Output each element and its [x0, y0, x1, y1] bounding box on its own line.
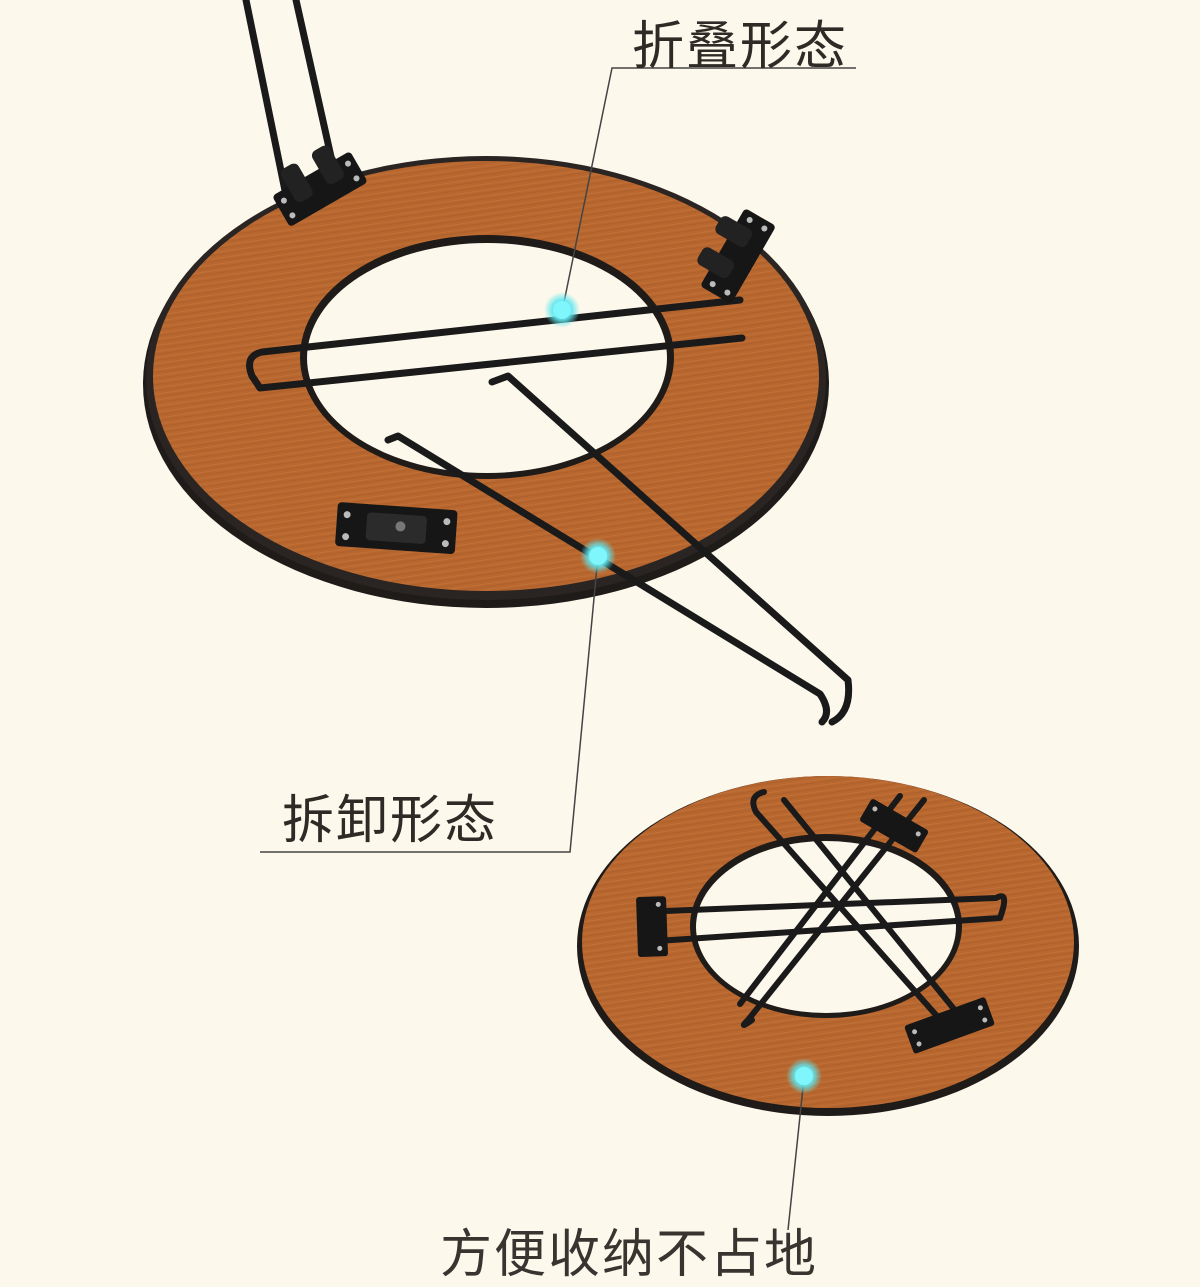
leader-bottom — [787, 1077, 805, 1230]
leader-disassembled — [260, 555, 599, 853]
product-illustration — [143, 0, 1079, 1230]
callout-leader-lines — [260, 67, 856, 1230]
leader-folded — [561, 67, 856, 313]
marker-dots — [544, 292, 822, 1094]
bracket-small-left-icon — [636, 896, 668, 958]
bracket-small-top-icon — [860, 799, 929, 853]
large-table-top — [143, 156, 829, 608]
marker-dot-icon — [553, 301, 571, 319]
label-folded-state: 折叠形态 — [632, 17, 849, 77]
label-disassembled-state: 拆卸形态 — [282, 791, 499, 851]
marker-dot-icon — [589, 547, 607, 565]
bracket-right-icon — [697, 209, 775, 303]
small-table-legs — [637, 789, 1008, 1028]
marker-dot-icon — [795, 1067, 813, 1085]
bracket-top-left-icon — [273, 145, 367, 226]
large-table-brackets — [273, 145, 775, 554]
small-table-brackets — [636, 799, 995, 1054]
bracket-small-bottom-icon — [904, 997, 995, 1054]
bracket-bottom-left-icon — [335, 502, 458, 554]
label-bottom-partial: 方便收纳不占地 — [440, 1225, 819, 1285]
